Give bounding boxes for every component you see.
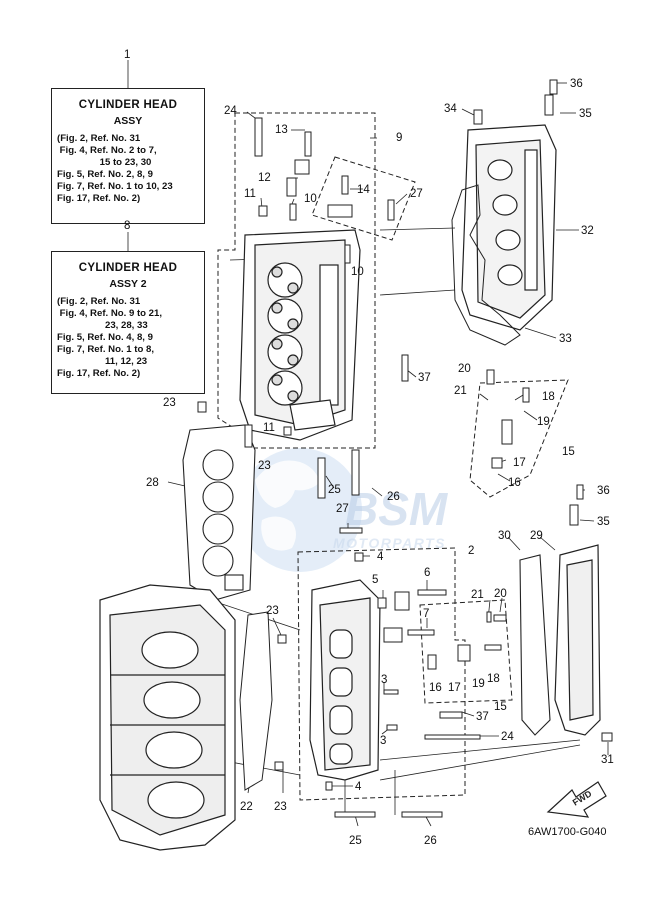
assy-box-line: Fig. 4, Ref. No. 2 to 7, [57,145,157,156]
callout-number: 30 [498,530,511,542]
assy-info-box: CYLINDER HEAD ASSY (Fig. 2, Ref. No. 31 … [51,88,205,224]
callout-number: 6 [424,567,430,579]
assy2-box-line: (Fig. 2, Ref. No. 31 [57,296,141,307]
callout-number: 4 [355,781,362,793]
callout-number: 2 [468,545,474,557]
callout-number: 4 [377,551,384,563]
callout-number: 32 [581,225,594,237]
callout-number: 34 [444,103,457,115]
assy2-box-line: Fig. 5, Ref. No. 4, 8, 9 [57,332,153,343]
valve-cover-lower [554,544,601,736]
callout-number: 23 [258,460,271,472]
callout-number: 17 [513,457,526,469]
cover-gasket-lower [519,554,551,736]
cylinder-head-upper [239,229,361,441]
callout-number: 27 [336,503,349,515]
callout-number: 14 [357,184,370,196]
fwd-arrow-icon: FWD [546,781,607,818]
assy-box-line: (Fig. 2, Ref. No. 31 [57,133,141,144]
callout-number: 24 [224,105,237,117]
callout-number: 27 [410,188,423,200]
assy-box-line: Fig. 7, Ref. No. 1 to 10, 23 [57,181,173,192]
assy-box-line: 15 to 23, 30 [57,157,152,168]
callout-number: 3 [380,735,386,747]
cover-gasket-upper [451,184,521,346]
callout-number: 37 [418,372,431,384]
callout-number: 35 [597,516,610,528]
assy2-box-line: Fig. 4, Ref. No. 9 to 21, [57,308,163,319]
callout-number: 20 [458,363,471,375]
callout-number: 19 [472,678,485,690]
callout-number: 36 [570,78,583,90]
svg-text:BSM: BSM [345,483,449,535]
callout-number: 23 [163,397,176,409]
callout-number: 29 [530,530,543,542]
group-15-lower-outline [419,599,513,704]
callout-number: 10 [351,266,364,278]
callout-number: 23 [266,605,279,617]
diagram-code: 6AW1700-G040 [528,826,606,838]
assy2-info-box: CYLINDER HEAD ASSY 2 (Fig. 2, Ref. No. 3… [51,251,205,394]
callout-number: 23 [274,801,287,813]
cylinder-head-lower [309,579,381,781]
cylinder-block [99,584,236,851]
callout-number: 5 [372,574,378,586]
callout-number: 16 [508,477,521,489]
callout-number: 26 [387,491,400,503]
group-15-upper-outline [469,379,569,498]
callout-number: 12 [258,172,271,184]
callout-number: 18 [487,673,500,685]
callout-number: 13 [275,124,288,136]
callout-number: 9 [396,132,402,144]
callout-number: 11 [263,422,275,434]
watermark-logo [238,448,362,572]
callout-number: 18 [542,391,555,403]
callout-number: 21 [454,385,467,397]
callout-number: 16 [429,682,442,694]
assy-box-title: CYLINDER HEAD [78,99,178,111]
valve-cover-upper [461,124,557,331]
bolts-fasteners [197,79,613,818]
callout-number: 10 [304,193,317,205]
assy2-box-line: Fig. 7, Ref. No. 1 to 8, [57,344,155,355]
callout-number: 31 [601,754,614,766]
callout-number: 11 [244,188,256,200]
callout-number: 19 [537,416,550,428]
assy2-box-title: CYLINDER HEAD [78,262,178,274]
callout-number: 22 [240,801,253,813]
callout-number: 35 [579,108,592,120]
callout-number: 17 [448,682,461,694]
assy2-box-line: Fig. 17, Ref. No. 2) [57,368,141,379]
assy2-box-subtitle: ASSY 2 [109,278,147,290]
callout-number: 28 [146,477,159,489]
assy2-box-line: 23, 28, 33 [57,320,148,331]
callout-number: 15 [562,446,575,458]
svg-text:MOTORPARTS: MOTORPARTS [333,535,446,551]
head-gasket [182,424,256,601]
assy-box-line: Fig. 17, Ref. No. 2) [57,193,141,204]
callout-number: 20 [494,588,507,600]
assy-box-line: Fig. 5, Ref. No. 2, 8, 9 [57,169,153,180]
assy2-box-line: 11, 12, 23 [57,356,148,367]
callout-number: 24 [501,731,514,743]
head-gasket-lower [239,611,273,791]
callout-number: 3 [381,674,387,686]
callout-number: 21 [471,589,484,601]
group-2-outline [297,547,466,801]
watermark-text: BSM MOTORPARTS [333,483,449,551]
assy-box-subtitle: ASSY [113,115,143,127]
callout-number: 7 [423,608,429,620]
callout-number: 25 [328,484,341,496]
callout-number: 37 [476,711,489,723]
callout-number: 15 [494,701,507,713]
callout-number: 33 [559,333,572,345]
group-14-outline [311,156,416,241]
callout-number: 36 [597,485,610,497]
callout-number: 26 [424,835,437,847]
callout-number: 25 [349,835,362,847]
